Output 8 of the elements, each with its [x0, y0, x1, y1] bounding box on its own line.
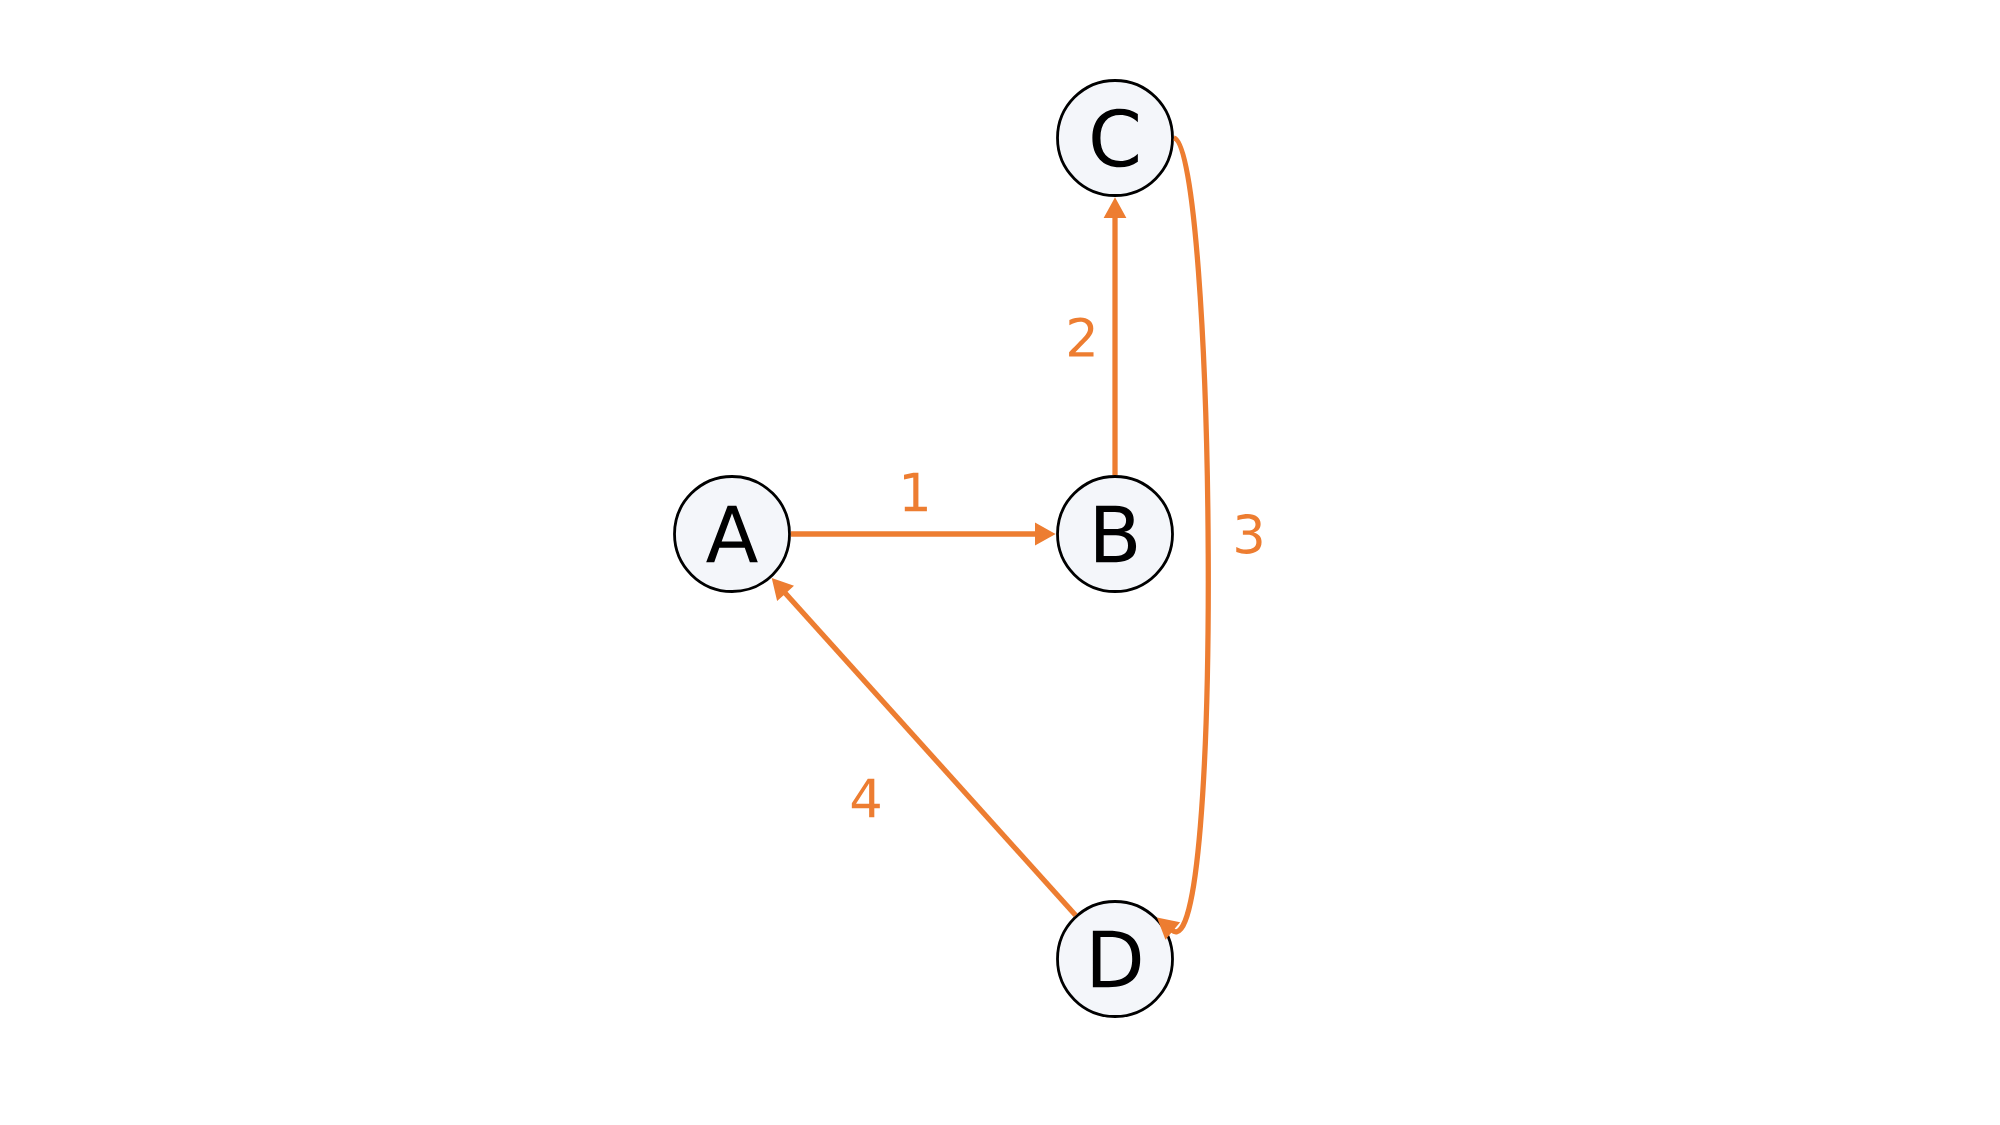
circle-node: B [1056, 475, 1174, 593]
edge-label: 2 [1061, 313, 1103, 361]
circle-node: A [673, 475, 791, 593]
circle-node: D [1056, 900, 1174, 1018]
edge-label: 1 [894, 469, 936, 515]
circle-node: C [1056, 79, 1174, 197]
edge-label: 4 [845, 775, 887, 821]
edge-label: 3 [1228, 510, 1270, 558]
